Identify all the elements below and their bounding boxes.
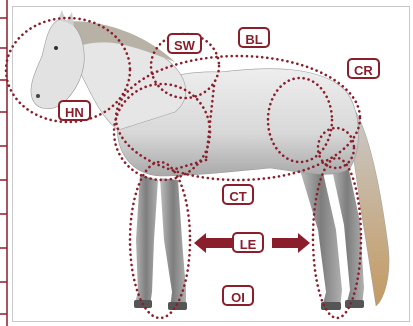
label-hn: HN [58, 100, 91, 121]
label-bl: BL [238, 27, 270, 48]
front-leg-right [160, 178, 186, 308]
front-leg-left [134, 175, 158, 306]
label-cr: CR [347, 58, 380, 79]
label-oi: OI [222, 285, 254, 306]
label-le: LE [232, 232, 264, 253]
label-ct: CT [222, 184, 254, 205]
label-sw: SW [167, 33, 202, 54]
hind-leg-left [300, 168, 342, 308]
